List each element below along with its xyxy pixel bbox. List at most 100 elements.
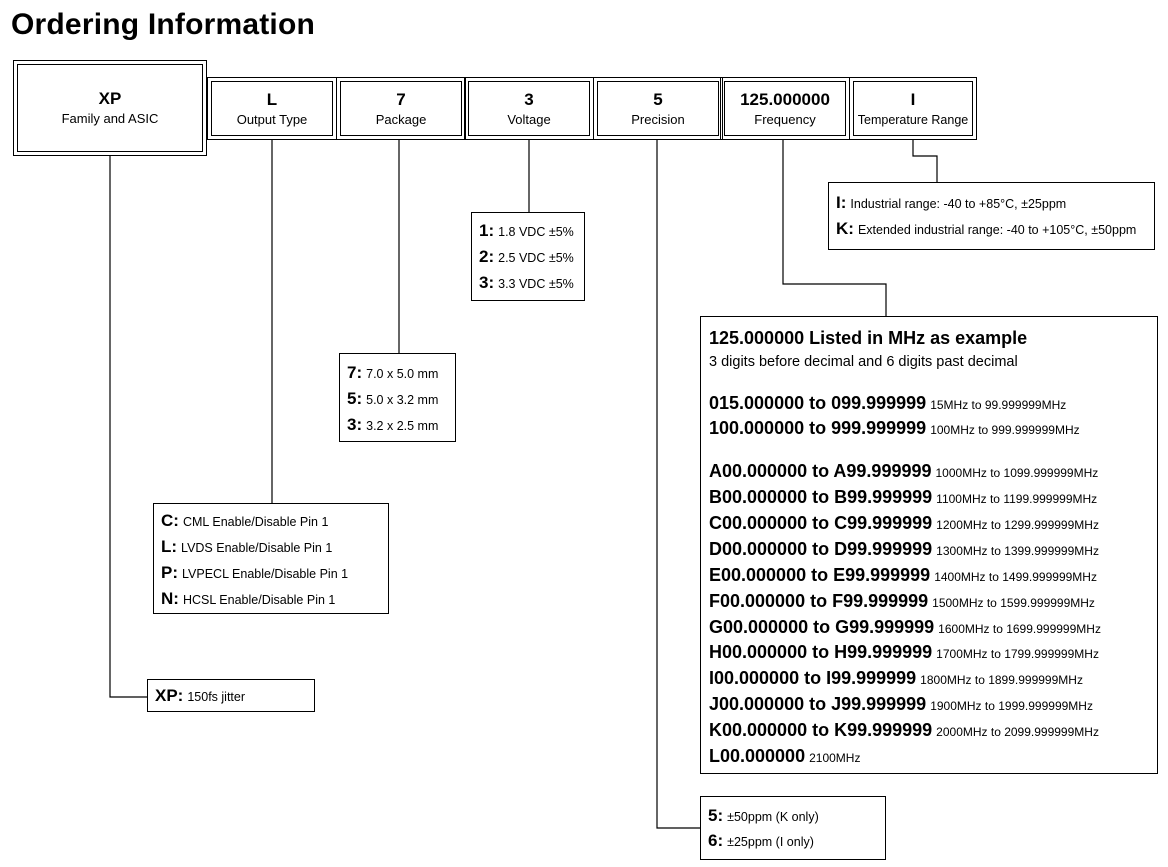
range-desc: 1500MHz to 1599.999999MHz <box>932 596 1095 610</box>
option-key: 7: <box>347 363 363 382</box>
connector-family <box>109 155 147 698</box>
voltage-label: Voltage <box>507 111 551 127</box>
range-code: G00.000000 to G99.999999 <box>709 617 935 637</box>
option-desc: ±25ppm (I only) <box>727 835 814 849</box>
range-code: L00.000000 <box>709 746 806 766</box>
range-desc: 1900MHz to 1999.999999MHz <box>930 699 1093 713</box>
frequency-label: Frequency <box>754 111 816 127</box>
option-desc: 1.8 VDC ±5% <box>498 225 574 239</box>
voltage-option: 2:2.5 VDC ±5% <box>479 247 574 267</box>
header-box-temperature: I Temperature Range <box>849 77 977 140</box>
option-desc: HCSL Enable/Disable Pin 1 <box>182 593 336 607</box>
connector-precision <box>656 139 700 829</box>
range-code: 100.000000 to 999.999999 <box>709 418 927 438</box>
option-desc: Industrial range: -40 to +85°C, ±25ppm <box>850 197 1067 211</box>
option-key: 3: <box>347 415 363 434</box>
option-desc: 2.5 VDC ±5% <box>498 251 574 265</box>
range-code: B00.000000 to B99.999999 <box>709 487 933 507</box>
option-desc: CML Enable/Disable Pin 1 <box>182 515 329 529</box>
option-key: 1: <box>479 221 495 240</box>
option-key: K: <box>836 219 854 238</box>
range-desc: 1300MHz to 1399.999999MHz <box>936 544 1099 558</box>
family-options-box: XP:150fs jitter <box>147 679 315 712</box>
output-option: C:CML Enable/Disable Pin 1 <box>161 511 328 531</box>
temperature-option: K:Extended industrial range: -40 to +105… <box>836 219 1136 239</box>
range-desc: 1800MHz to 1899.999999MHz <box>920 673 1083 687</box>
voltage-option: 1:1.8 VDC ±5% <box>479 221 574 241</box>
option-key: I: <box>836 193 847 212</box>
range-code: A00.000000 to A99.999999 <box>709 461 932 481</box>
package-option: 3:3.2 x 2.5 mm <box>347 415 438 435</box>
range-code: H00.000000 to H99.999999 <box>709 642 933 662</box>
range-desc: 15MHz to 99.999999MHz <box>930 398 1067 412</box>
option-desc: LVPECL Enable/Disable Pin 1 <box>182 567 349 581</box>
connector-frequency <box>782 139 887 316</box>
option-key: N: <box>161 589 179 608</box>
range-desc: 2100MHz <box>809 751 861 765</box>
option-key: 2: <box>479 247 495 266</box>
frequency-subheading-text: 3 digits before decimal and 6 digits pas… <box>709 354 1018 370</box>
output-options-box: C:CML Enable/Disable Pin 1 L:LVDS Enable… <box>153 503 389 614</box>
frequency-heading-text: 125.000000 Listed in MHz as example <box>709 328 1028 348</box>
temperature-code: I <box>910 89 916 109</box>
voltage-code: 3 <box>524 89 534 109</box>
header-box-family: XP Family and ASIC <box>13 60 207 156</box>
package-option: 5:5.0 x 3.2 mm <box>347 389 438 409</box>
option-key: XP: <box>155 686 184 705</box>
connector-temperature <box>912 139 938 182</box>
temperature-label: Temperature Range <box>857 112 969 127</box>
option-key: 5: <box>708 806 724 825</box>
temperature-option: I:Industrial range: -40 to +85°C, ±25ppm <box>836 193 1066 213</box>
option-desc: 150fs jitter <box>187 690 246 704</box>
precision-label: Precision <box>631 111 685 127</box>
temperature-options-box: I:Industrial range: -40 to +85°C, ±25ppm… <box>828 182 1155 250</box>
frequency-options-box: 125.000000 Listed in MHz as example 3 di… <box>700 316 1158 774</box>
option-key: 6: <box>708 831 724 850</box>
range-code: 015.000000 to 099.999999 <box>709 393 927 413</box>
option-key: 3: <box>479 273 495 292</box>
package-code: 7 <box>396 89 406 109</box>
output-type-code: L <box>266 89 278 109</box>
range-code: D00.000000 to D99.999999 <box>709 539 933 559</box>
option-desc: LVDS Enable/Disable Pin 1 <box>181 541 333 555</box>
range-desc: 1100MHz to 1199.999999MHz <box>936 492 1098 506</box>
range-desc: 2000MHz to 2099.999999MHz <box>936 725 1099 739</box>
output-option: N:HCSL Enable/Disable Pin 1 <box>161 589 335 609</box>
output-option: L:LVDS Enable/Disable Pin 1 <box>161 537 332 557</box>
voltage-options-box: 1:1.8 VDC ±5% 2:2.5 VDC ±5% 3:3.3 VDC ±5… <box>471 212 585 301</box>
output-type-label: Output Type <box>236 111 308 127</box>
option-desc: 3.3 VDC ±5% <box>498 277 574 291</box>
frequency-code: 125.000000 <box>740 89 830 109</box>
option-key: P: <box>161 563 178 582</box>
option-desc: 3.2 x 2.5 mm <box>366 419 439 433</box>
precision-option: 6:±25ppm (I only) <box>708 831 814 851</box>
range-code: K00.000000 to K99.999999 <box>709 720 933 740</box>
range-desc: 1200MHz to 1299.999999MHz <box>936 518 1099 532</box>
precision-option: 5:±50ppm (K only) <box>708 806 819 826</box>
package-options-box: 7:7.0 x 5.0 mm 5:5.0 x 3.2 mm 3:3.2 x 2.… <box>339 353 456 442</box>
family-label: Family and ASIC <box>61 111 159 126</box>
family-option: XP:150fs jitter <box>155 686 245 706</box>
option-key: L: <box>161 537 178 556</box>
family-code: XP <box>98 89 122 108</box>
output-option: P: LVPECL Enable/Disable Pin 1 <box>161 563 348 583</box>
range-code: E00.000000 to E99.999999 <box>709 565 931 585</box>
range-code: J00.000000 to J99.999999 <box>709 694 927 714</box>
package-option: 7:7.0 x 5.0 mm <box>347 363 438 383</box>
voltage-option: 3:3.3 VDC ±5% <box>479 273 574 293</box>
frequency-subheading: 3 digits before decimal and 6 digits pas… <box>709 353 1018 371</box>
option-desc: Extended industrial range: -40 to +105°C… <box>857 223 1137 237</box>
range-code: F00.000000 to F99.999999 <box>709 591 929 611</box>
range-desc: 1400MHz to 1499.999999MHz <box>934 570 1097 584</box>
package-label: Package <box>375 111 427 127</box>
range-code: I00.000000 to I99.999999 <box>709 668 917 688</box>
